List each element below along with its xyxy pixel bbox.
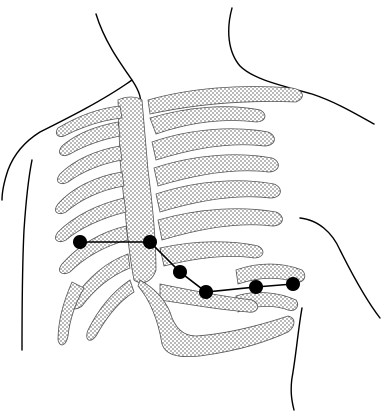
left-arm-line: [22, 160, 32, 350]
floating-rib-left: [58, 282, 84, 345]
right-flank-line: [300, 218, 380, 318]
neck-right-line: [229, 8, 374, 124]
electrode-v6: [286, 277, 300, 291]
rib-right-2: [152, 129, 274, 160]
electrode-v5: [249, 280, 263, 294]
neck-left-line: [96, 14, 141, 108]
sternum: [118, 97, 156, 283]
electrode-v2: [143, 235, 157, 249]
rib-right-6: [160, 242, 263, 266]
electrode-v4: [199, 285, 213, 299]
electrode-v3: [173, 265, 187, 279]
rib-right-4: [156, 181, 280, 212]
electrode-v1: [73, 235, 87, 249]
ribcage: [56, 87, 305, 357]
rib-right-5: [158, 209, 282, 240]
